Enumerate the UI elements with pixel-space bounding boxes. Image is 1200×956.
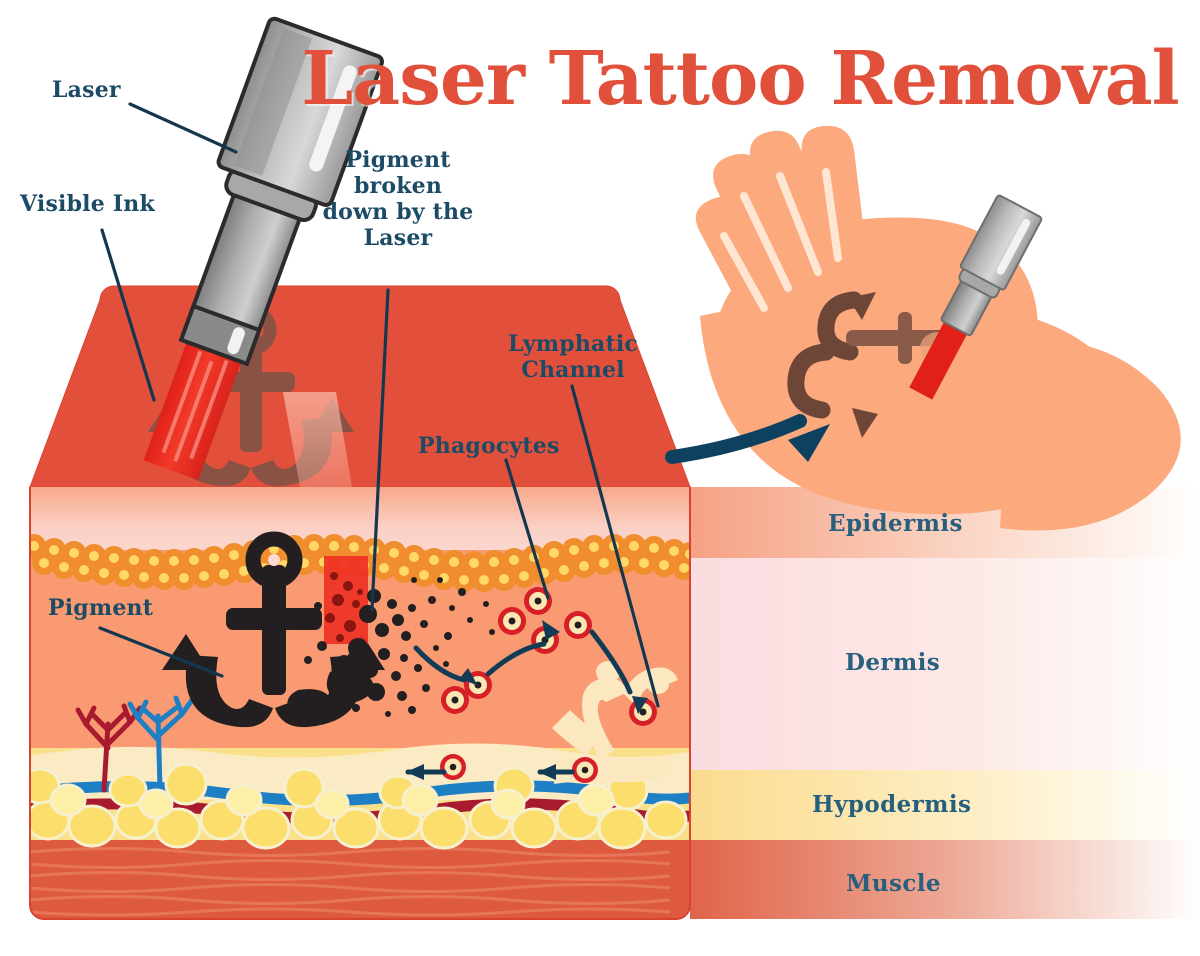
laser-handpiece[interactable] — [114, 16, 384, 490]
hand-laser-beam — [909, 318, 969, 400]
callout-pigment-broken-line3: down by the — [322, 198, 474, 225]
body-shade — [233, 28, 313, 176]
capillary-loop-red — [75, 703, 143, 793]
migration-arrowheads — [406, 620, 648, 780]
fragmented-pigment-particles — [303, 572, 495, 717]
leader-laser — [128, 102, 238, 154]
leader-pigment-broken — [370, 288, 390, 612]
laser-impact-zone — [324, 556, 368, 644]
layer-bands — [690, 487, 1200, 919]
band-hypodermis — [690, 770, 1200, 840]
block-outline — [29, 487, 691, 920]
callout-visible-ink: Visible Ink — [20, 191, 155, 217]
callout-lymphatic-channel: Lymphatic Channel — [478, 331, 668, 384]
page-title: Laser Tattoo Removal — [301, 36, 1180, 122]
nozzle-highlight — [227, 327, 245, 355]
transition-arrow — [665, 414, 830, 464]
capillary-loop-blue — [127, 695, 195, 791]
layer-label-muscle: Muscle — [846, 870, 941, 897]
muscle-striations — [30, 847, 671, 917]
callout-lymphatic-line1: Lymphatic — [507, 331, 639, 357]
callout-lymphatic-line2: Channel — [521, 356, 625, 383]
hand-laser-handpiece[interactable] — [899, 194, 1043, 406]
callout-pigment-broken: Pigment broken down by the Laser — [318, 147, 478, 252]
body-highlight — [309, 65, 357, 172]
hand-illustration — [695, 125, 1181, 531]
callout-pigment-broken-line4: Laser — [363, 224, 433, 251]
band-muscle — [690, 840, 1200, 919]
callout-leader-lines — [98, 102, 660, 708]
skin-cross-section — [30, 487, 690, 919]
callout-laser: Laser — [52, 77, 121, 103]
layer-label-hypodermis: Hypodermis — [812, 791, 972, 818]
finger-creases — [720, 168, 842, 312]
leader-lymphatic — [570, 384, 660, 708]
layer-label-epidermis: Epidermis — [828, 510, 963, 537]
callout-phagocytes: Phagocytes — [418, 433, 560, 459]
leader-pigment — [98, 626, 224, 678]
callout-pigment: Pigment — [48, 595, 154, 621]
callout-pigment-broken-line2: broken — [353, 172, 443, 199]
leader-visible-ink — [100, 228, 156, 402]
leader-phagocytes — [504, 458, 550, 600]
callout-pigment-broken-line1: Pigment — [345, 147, 451, 173]
beam-highlights — [161, 350, 229, 462]
device-nozzle — [178, 303, 262, 367]
laser-beam-glow-surface — [283, 392, 352, 487]
band-dermis — [690, 558, 1200, 770]
wrist — [1000, 339, 1181, 531]
layer-label-dermis: Dermis — [845, 649, 941, 676]
fat-cells — [30, 762, 688, 850]
